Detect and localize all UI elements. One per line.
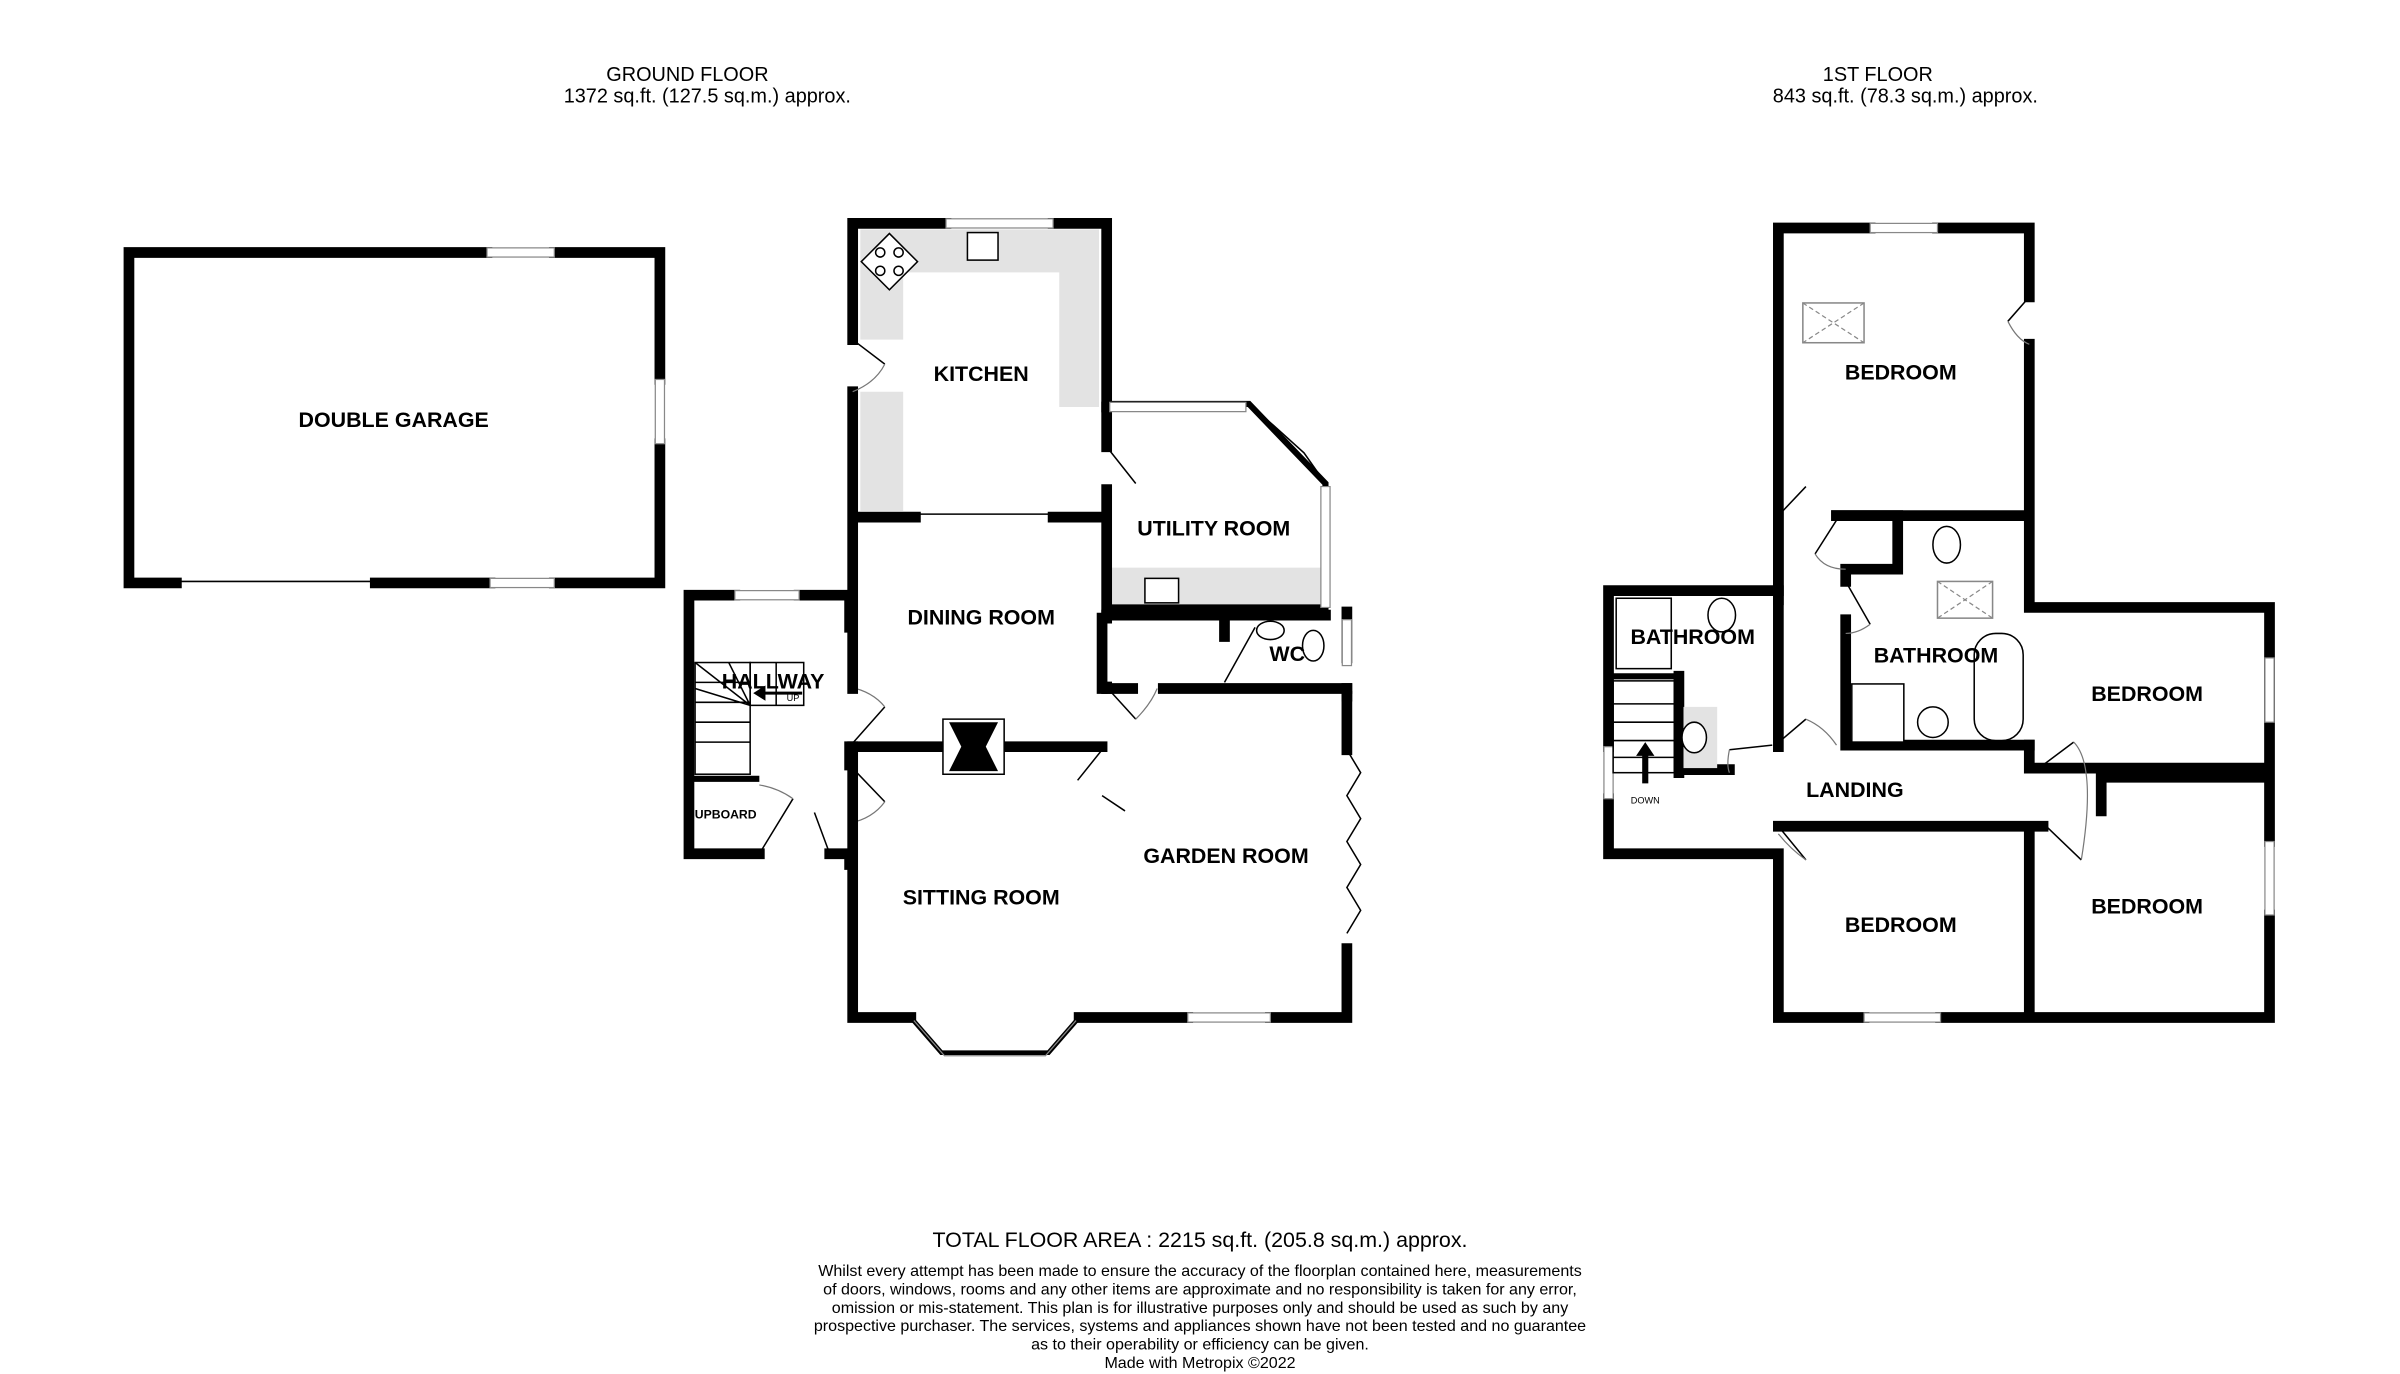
disclaimer-line: of doors, windows, rooms and any other i…: [823, 1280, 1577, 1298]
ground-floor-plan: UP: [123, 218, 1362, 1057]
ground-floor-title: GROUND FLOOR: [606, 64, 768, 86]
staircase: DOWN: [1608, 673, 1682, 805]
stairs-arrow-icon: [1636, 742, 1655, 784]
disclaimer-line: Whilst every attempt has been made to en…: [818, 1262, 1582, 1280]
basin-icon: [1916, 706, 1949, 739]
shower-icon: [1615, 597, 1673, 670]
double-garage: [123, 247, 666, 589]
credit: Made with Metropix ©2022: [1104, 1354, 1295, 1372]
label-kitchen: KITCHEN: [934, 362, 1029, 386]
label-cupboard: UPBOARD: [695, 808, 757, 822]
basin-icon: [1255, 620, 1285, 641]
label-utility-room: UTILITY ROOM: [1137, 517, 1290, 541]
utility-room: [1101, 400, 1331, 611]
first-floor-area: 843 sq.ft. (78.3 sq.m.) approx.: [1773, 86, 2038, 108]
label-double-garage: DOUBLE GARAGE: [299, 408, 489, 432]
wc-and-garden-room: [1101, 609, 1353, 694]
disclaimer-line: omission or mis-statement. This plan is …: [832, 1299, 1568, 1317]
label-bedroom-right: BEDROOM: [2091, 682, 2203, 706]
stairs-down-label: DOWN: [1631, 795, 1660, 805]
total-floor-area: TOTAL FLOOR AREA : 2215 sq.ft. (205.8 sq…: [933, 1228, 1468, 1252]
hob-icon: [860, 232, 919, 291]
toilet-icon: [1932, 525, 1962, 564]
skylight-icon: [1802, 302, 1865, 344]
toilet-icon: [1301, 629, 1325, 662]
label-bedroom-bottom-right: BEDROOM: [2091, 894, 2203, 918]
basin-icon: [1681, 721, 1708, 754]
kitchen-sink-icon: [966, 231, 999, 261]
label-garden-room: GARDEN ROOM: [1143, 844, 1308, 868]
first-floor-plan: DOWN BEDROOM BATHROOM BATHROOM BEDROOM L…: [1603, 222, 2275, 1023]
main-house-walls: [847, 218, 1362, 1057]
label-bedroom-top: BEDROOM: [1845, 360, 1957, 384]
label-bathroom-center: BATHROOM: [1874, 644, 1998, 668]
stairs-up-label: UP: [787, 693, 800, 703]
label-hallway: HALLWAY: [722, 670, 825, 694]
sink-icon: [1144, 577, 1180, 604]
label-wc: WC: [1269, 642, 1305, 666]
shower-icon: [1851, 683, 1905, 743]
label-sitting-room: SITTING ROOM: [903, 885, 1060, 909]
utility-worktop: [1108, 567, 1323, 608]
disclaimer-line: prospective purchaser. The services, sys…: [814, 1317, 1586, 1335]
toilet-icon: [1707, 597, 1737, 633]
label-bedroom-bottom-center: BEDROOM: [1845, 913, 1957, 937]
label-dining-room: DINING ROOM: [907, 605, 1054, 629]
disclaimer-line: as to their operability or efficiency ca…: [1031, 1336, 1369, 1354]
bath-icon: [1973, 632, 2024, 742]
first-floor-title: 1ST FLOOR: [1823, 64, 1933, 86]
ground-floor-area: 1372 sq.ft. (127.5 sq.m.) approx.: [564, 86, 851, 108]
label-landing: LANDING: [1806, 778, 1904, 802]
skylight-icon: [1936, 580, 1994, 619]
label-bathroom-left: BATHROOM: [1630, 625, 1754, 649]
